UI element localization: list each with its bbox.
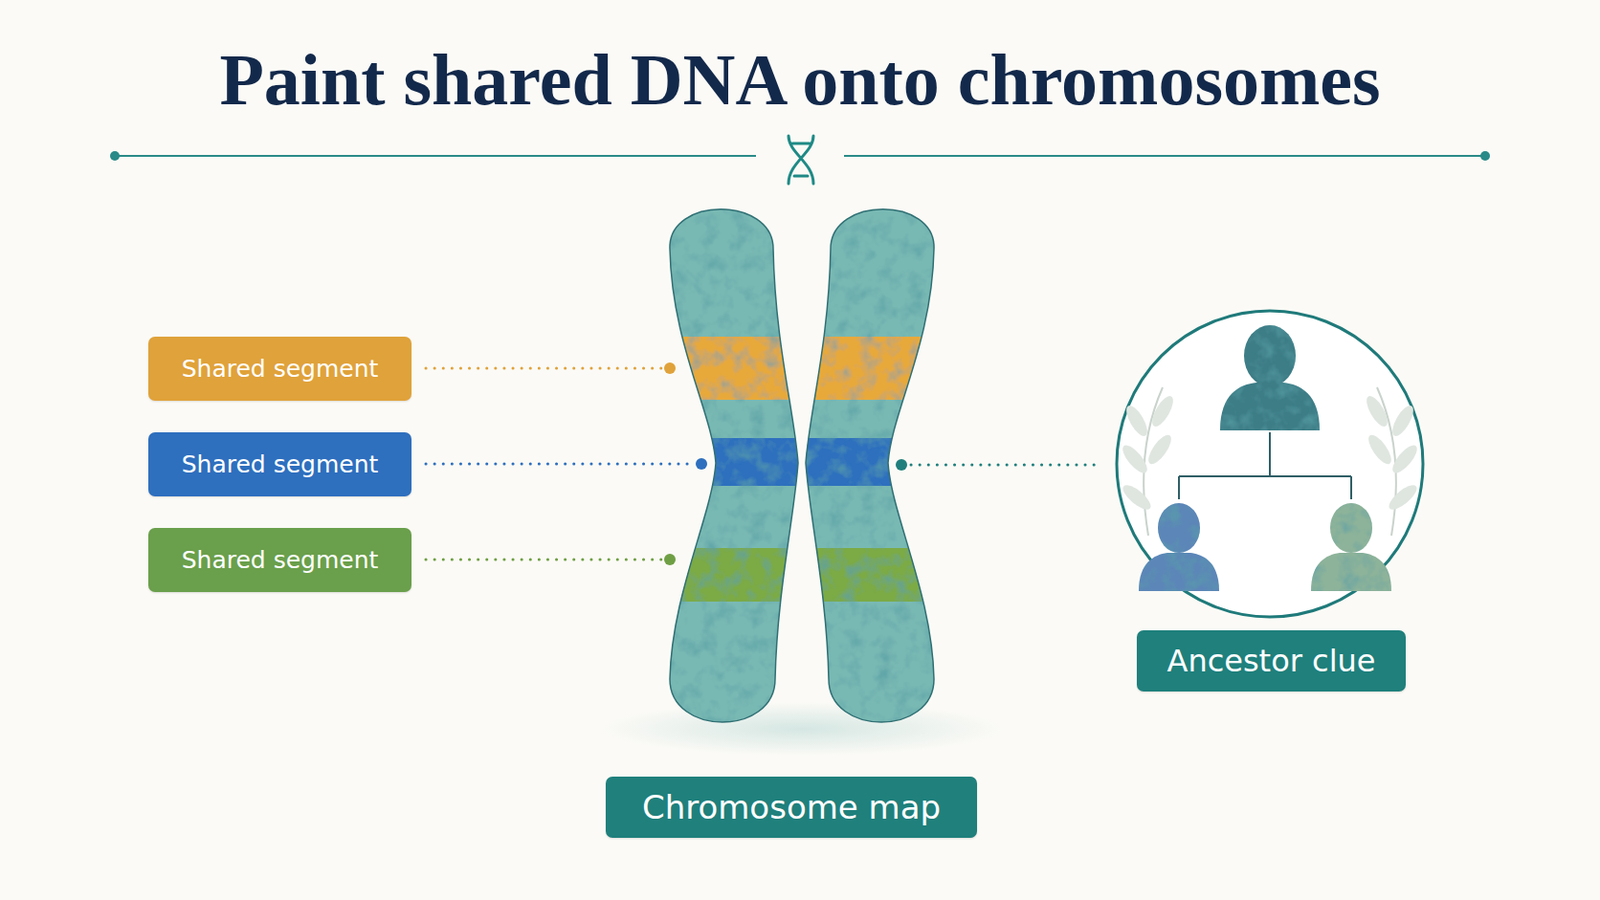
leader-lines: [425, 368, 1101, 560]
box-text: Chromosome map: [642, 788, 941, 827]
dna-icon: [788, 135, 814, 184]
ancestor-clue-label: Ancestor clue: [1136, 630, 1406, 692]
segment-label: Shared segment: [148, 528, 412, 593]
box-text: Shared segment: [181, 545, 379, 576]
segment-label: Shared segment: [148, 336, 412, 401]
chromosome-map-label: Chromosome map: [605, 777, 978, 839]
person-icons: [1138, 325, 1392, 592]
family-tree-lines: [1178, 432, 1352, 500]
box-text: Shared segment: [181, 354, 379, 384]
title: Paint shared DNA onto chromosomes: [0, 36, 1600, 123]
leader-dots: [664, 362, 908, 566]
ancestor-circle: [1116, 311, 1423, 618]
segment-label: Shared segment: [148, 432, 412, 497]
chromosome-shadow: [600, 702, 1003, 756]
chromosome: [660, 191, 948, 747]
chromosome-outline: [669, 209, 934, 723]
box-text: Ancestor clue: [1166, 643, 1376, 680]
box-text: Shared segment: [181, 449, 379, 480]
